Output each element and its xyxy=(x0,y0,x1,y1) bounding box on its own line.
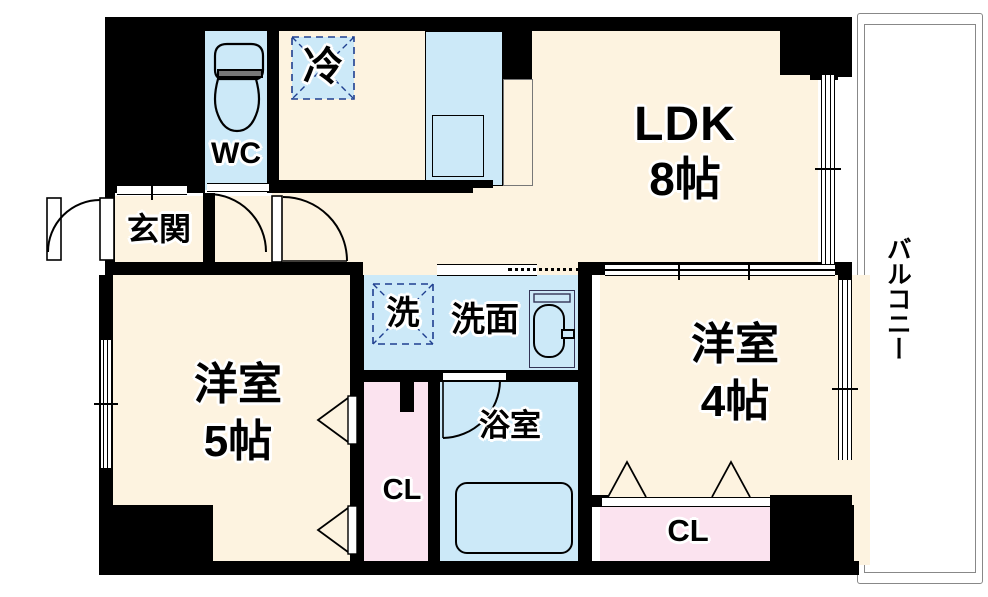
label-washer: 洗 xyxy=(386,294,420,331)
label-bedroom4-size: 4帖 xyxy=(700,377,770,426)
closet-center-fill xyxy=(363,382,440,565)
wc-door[interactable] xyxy=(207,183,269,192)
sliding-door-ldk-bed4-rail xyxy=(605,269,835,271)
balcony-inner-outline xyxy=(864,24,976,573)
kitchen-side-panel xyxy=(503,79,533,186)
kitchen-sink-basin xyxy=(432,115,484,177)
wall-kitchen-alcove xyxy=(500,31,532,79)
label-genkan: 玄関 xyxy=(126,211,191,247)
label-bedroom5-name: 洋室 xyxy=(194,360,282,409)
wall-top xyxy=(105,17,850,31)
sliding-door-ldk-bed4-div2 xyxy=(748,262,750,280)
wall-cl-right-side xyxy=(770,495,784,565)
closet-right-fill xyxy=(600,505,780,565)
entrance-door-icon xyxy=(46,197,115,261)
label-senmen: 洗面 xyxy=(451,301,519,339)
wall-bottom xyxy=(99,561,859,575)
sliding-door-sanitary[interactable] xyxy=(437,264,537,276)
window-bed4-balcony-inner xyxy=(842,280,848,460)
wall-closet-center-right xyxy=(428,370,440,565)
washbasin-cabinet xyxy=(529,290,575,368)
wall-bed4-right-upper xyxy=(838,262,852,280)
wall-closet-notch-v xyxy=(400,382,414,412)
kitchen-counter xyxy=(425,31,503,186)
wall-hall-bottom-2 xyxy=(267,262,363,275)
window-bed4-balcony-mullion xyxy=(832,388,858,390)
wall-closet-notch xyxy=(400,370,440,382)
wall-hall-ldk xyxy=(267,180,473,193)
label-fridge: 冷 xyxy=(303,45,343,89)
wall-right-top xyxy=(838,17,852,77)
label-wc: WC xyxy=(211,137,261,170)
bath-door[interactable] xyxy=(443,372,506,381)
wall-center-vertical xyxy=(350,275,364,565)
label-bedroom4-name: 洋室 xyxy=(691,320,779,369)
wall-block-top-left xyxy=(105,17,205,193)
closet-right-doors[interactable] xyxy=(602,497,770,507)
label-bedroom5-size: 5帖 xyxy=(203,417,273,466)
wall-block-bottom-left xyxy=(113,505,213,565)
shoe-closet-door-split xyxy=(151,180,153,200)
label-bath: 浴室 xyxy=(479,408,541,443)
threshold-bedroom5-dotted xyxy=(123,268,267,271)
label-ldk-size: 8帖 xyxy=(649,153,721,205)
wall-bed4-step xyxy=(770,495,852,509)
kitchen-side-panel-outline xyxy=(503,79,533,186)
label-balcony: バルコニー xyxy=(883,235,912,361)
wall-wc-right xyxy=(267,17,279,193)
ldk-floor xyxy=(272,30,818,275)
kitchen-counter-base xyxy=(425,180,493,188)
label-ldk-name: LDK xyxy=(634,98,736,151)
window-ldk-balcony-mullion xyxy=(815,168,841,170)
sliding-door-ldk-bed4-div1 xyxy=(678,262,680,280)
label-closet-center: CL xyxy=(382,474,422,506)
wall-right-bottom xyxy=(838,505,854,575)
window-ldk-balcony-inner xyxy=(825,75,831,265)
label-closet-right: CL xyxy=(667,513,709,548)
wall-sanitary-right xyxy=(578,262,592,565)
wc-tank-alcove xyxy=(232,30,268,60)
bathtub xyxy=(455,482,573,554)
threshold-sanitary-dotted xyxy=(508,268,580,271)
window-bedroom5-mullion xyxy=(94,403,118,405)
